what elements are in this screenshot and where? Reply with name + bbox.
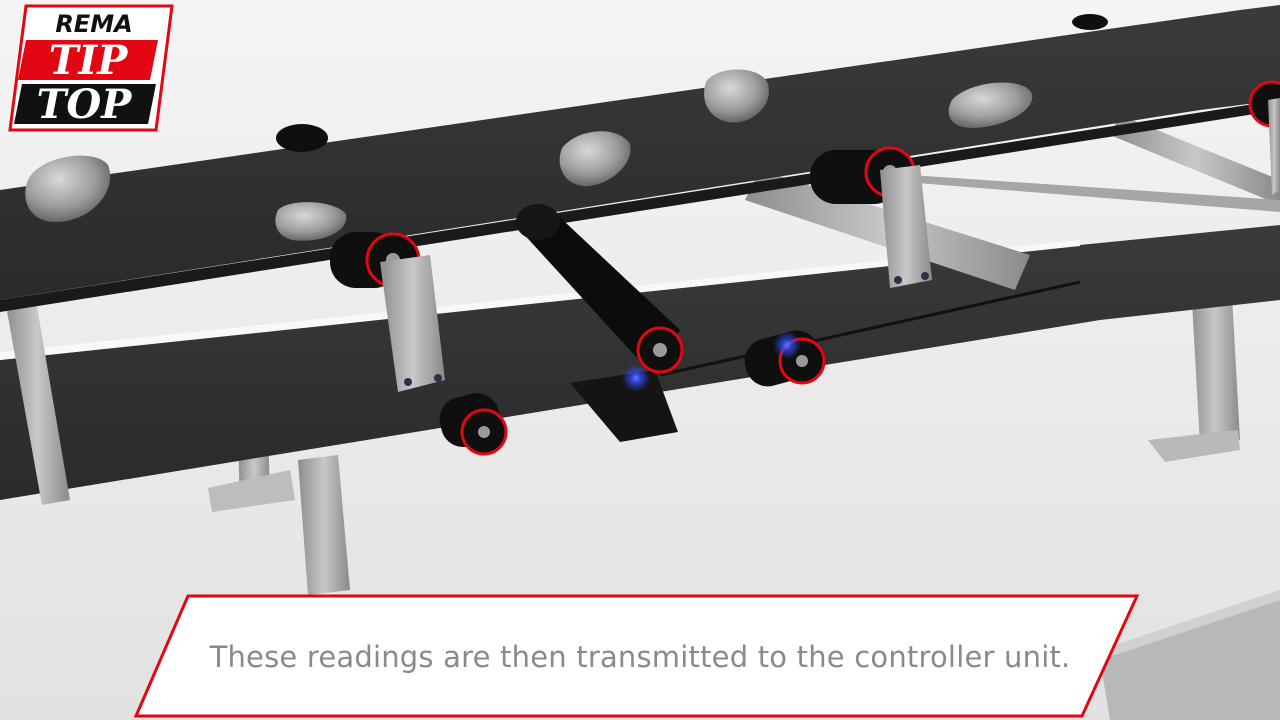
rocks [25,69,1033,241]
frame-rail-2 [1110,115,1280,205]
caption-text: These readings are then transmitted to t… [209,640,1071,674]
left-leg [5,295,70,505]
ground-rail-top [1100,590,1280,660]
sensor-glow-1 [622,364,650,392]
return-belt-edge [0,240,1080,360]
idler-brackets [380,98,1280,392]
measuring-roller [516,204,684,374]
diagonal-brace [905,175,1280,212]
rema-tip-top-logo: REMA TIP TOP [8,4,174,132]
sensor-bar [659,280,1081,377]
ground-rail [1100,600,1280,720]
logo-line-rema: REMA [55,10,132,38]
controller-bracket [570,370,678,442]
sensor-glow-2 [773,331,801,359]
return-rollers [439,330,826,456]
return-belt [0,225,1280,500]
carrying-belt-edge [0,100,1280,312]
logo-line-tip: TIP [49,37,129,84]
logo-line-top: TOP [37,81,134,128]
